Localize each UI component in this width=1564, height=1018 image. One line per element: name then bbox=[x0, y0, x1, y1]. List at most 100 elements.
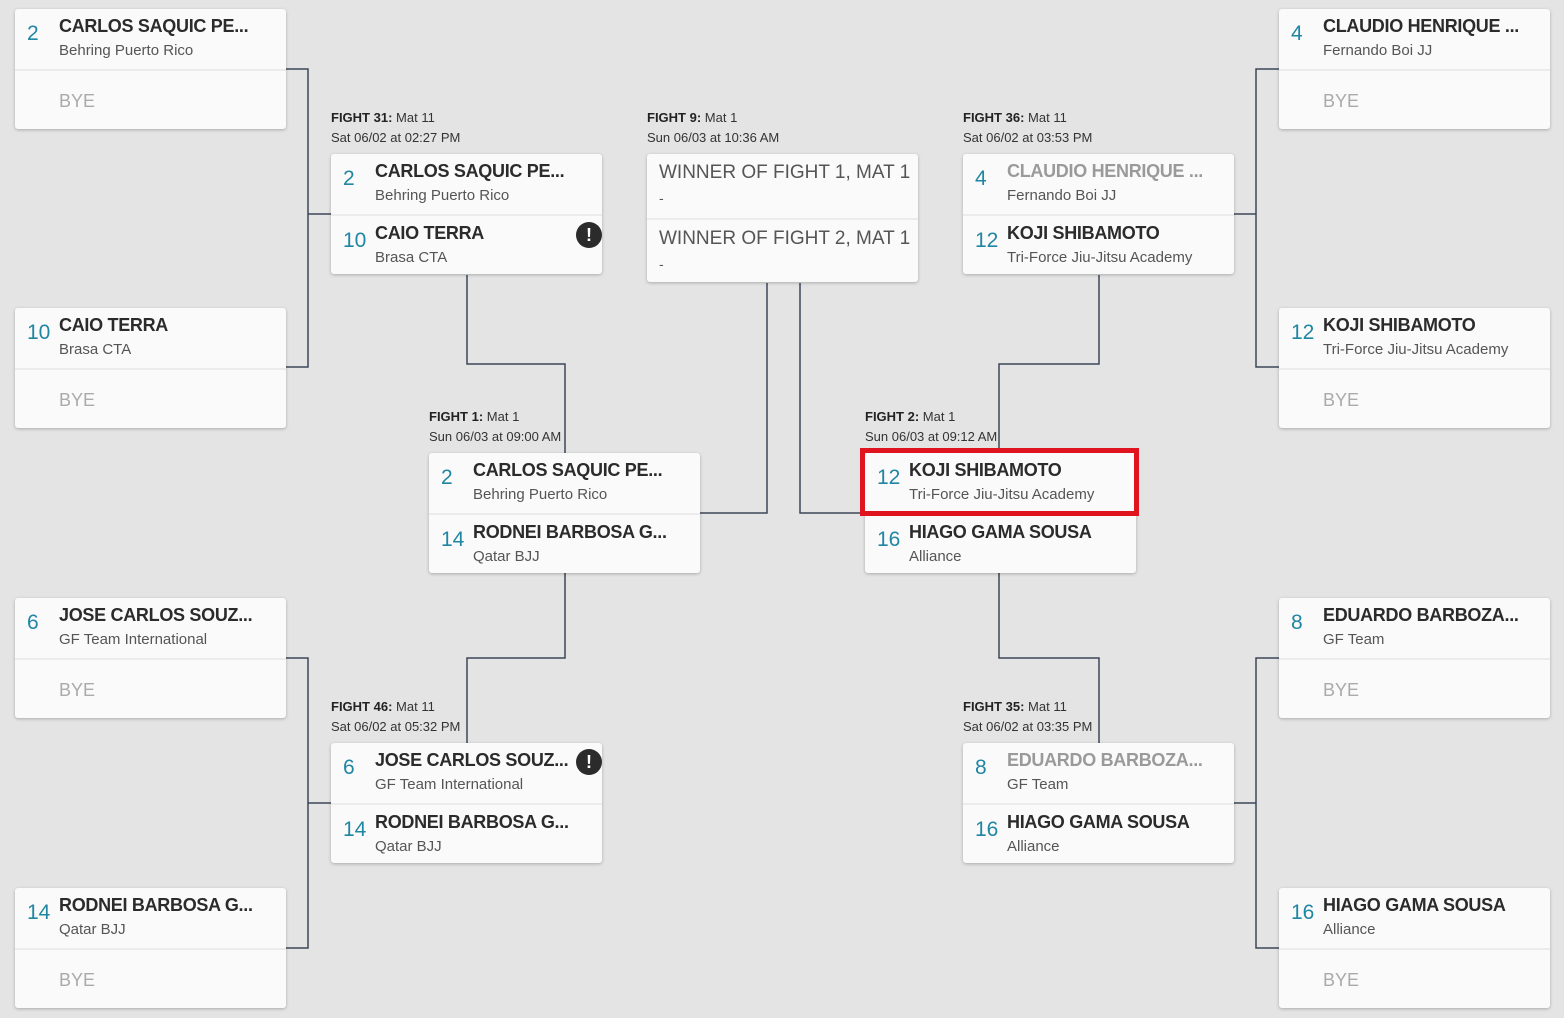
competitor-name[interactable]: KOJI SHIBAMOTO bbox=[1007, 223, 1160, 243]
team-name: Tri-Force Jiu-Jitsu Academy bbox=[909, 486, 1095, 503]
fight-number: FIGHT 1: bbox=[429, 409, 484, 424]
team-name: Alliance bbox=[1007, 838, 1060, 855]
seed-number: 12 bbox=[975, 229, 999, 252]
exclamation-icon[interactable]: ! bbox=[576, 222, 602, 248]
mat-label: Mat 11 bbox=[396, 110, 435, 125]
competitor-name[interactable]: KOJI SHIBAMOTO bbox=[909, 460, 1062, 480]
competitor-name[interactable]: EDUARDO BARBOZA... bbox=[1007, 750, 1203, 770]
mat-label: Mat 1 bbox=[704, 110, 738, 125]
competitor-name[interactable]: JOSE CARLOS SOUZ... bbox=[59, 605, 253, 625]
mat-label: Mat 1 bbox=[486, 409, 520, 424]
fight-number-line: FIGHT 46: Mat 11 bbox=[331, 697, 460, 717]
seed-number: 10 bbox=[27, 321, 51, 344]
competitor-name[interactable]: EDUARDO BARBOZA... bbox=[1323, 605, 1519, 625]
competitor-row[interactable]: 2 CARLOS SAQUIC PE... Behring Puerto Rico bbox=[15, 9, 286, 69]
bye-row: BYE bbox=[1279, 368, 1550, 428]
mat-label: Mat 11 bbox=[1028, 110, 1067, 125]
team-name: Alliance bbox=[1323, 921, 1376, 938]
competitor-name[interactable]: CARLOS SAQUIC PE... bbox=[59, 16, 249, 36]
fight-card[interactable]: 6 JOSE CARLOS SOUZ... GF Team Internationa… bbox=[331, 743, 602, 863]
team-name: GF Team bbox=[1323, 631, 1385, 648]
competitor-row[interactable]: 6 JOSE CARLOS SOUZ... GF Team Internationa… bbox=[331, 743, 602, 803]
exclamation-icon[interactable]: ! bbox=[576, 749, 602, 775]
competitor-row[interactable]: 16 HIAGO GAMA SOUSA Alliance bbox=[1279, 888, 1550, 948]
bye-label: BYE bbox=[1323, 970, 1360, 990]
competitor-name[interactable]: RODNEI BARBOSA G... bbox=[473, 522, 667, 542]
competitor-name[interactable]: HIAGO GAMA SOUSA bbox=[909, 522, 1092, 542]
competitor-name[interactable]: HIAGO GAMA SOUSA bbox=[1323, 895, 1506, 915]
bye-row: BYE bbox=[1279, 69, 1550, 129]
competitor-name[interactable]: CLAUDIO HENRIQUE ... bbox=[1323, 16, 1520, 36]
competitor-name[interactable]: KOJI SHIBAMOTO bbox=[1323, 315, 1476, 335]
seed-number: 2 bbox=[27, 22, 39, 45]
competitor-name[interactable]: CLAUDIO HENRIQUE ... bbox=[1007, 161, 1204, 181]
bye-match-card: 4 CLAUDIO HENRIQUE ... Fernando Boi JJ BYE bbox=[1279, 9, 1550, 129]
competitor-name[interactable]: CARLOS SAQUIC PE... bbox=[473, 460, 663, 480]
seed-number: 8 bbox=[975, 756, 987, 779]
bye-label: BYE bbox=[1323, 390, 1360, 410]
placeholder-team: - bbox=[659, 256, 664, 272]
team-name: Brasa CTA bbox=[375, 249, 448, 266]
team-name: Qatar BJJ bbox=[473, 548, 540, 565]
bye-row: BYE bbox=[1279, 658, 1550, 718]
seed-number: 10 bbox=[343, 229, 367, 252]
bye-row: BYE bbox=[15, 69, 286, 129]
team-name: GF Team International bbox=[375, 776, 524, 793]
competitor-name[interactable]: RODNEI BARBOSA G... bbox=[59, 895, 253, 915]
seed-number: 6 bbox=[343, 756, 355, 779]
competitor-name[interactable]: CARLOS SAQUIC PE... bbox=[375, 161, 565, 181]
fight-time: Sun 06/03 at 10:36 AM bbox=[647, 130, 780, 145]
bye-row: BYE bbox=[1279, 948, 1550, 1008]
competitor-name[interactable]: CAIO TERRA bbox=[375, 223, 484, 243]
competitor-name[interactable]: RODNEI BARBOSA G... bbox=[375, 812, 569, 832]
winner-placeholder: WINNER OF FIGHT 2, MAT 1 bbox=[659, 228, 911, 249]
fight-number-line: FIGHT 31: Mat 11 bbox=[331, 108, 460, 128]
competitor-name[interactable]: HIAGO GAMA SOUSA bbox=[1007, 812, 1190, 832]
competitor-name[interactable]: CAIO TERRA bbox=[59, 315, 168, 335]
competitor-row[interactable]: 4 CLAUDIO HENRIQUE ... Fernando Boi JJ bbox=[1279, 9, 1550, 69]
placeholder-team: - bbox=[659, 190, 664, 206]
team-name: Fernando Boi JJ bbox=[1007, 187, 1117, 204]
placeholder-row: WINNER OF FIGHT 2, MAT 1 - bbox=[647, 218, 918, 282]
team-name: Fernando Boi JJ bbox=[1323, 42, 1433, 59]
competitor-name[interactable]: JOSE CARLOS SOUZ... bbox=[375, 750, 569, 770]
seed-number: 14 bbox=[27, 901, 51, 924]
seed-number: 4 bbox=[1291, 22, 1303, 45]
competitor-row[interactable]: 10 CAIO TERRA Brasa CTA bbox=[15, 308, 286, 368]
fight-card[interactable]: WINNER OF FIGHT 1, MAT 1-WINNER OF FIGHT… bbox=[647, 154, 918, 282]
competitor-row[interactable]: 10 CAIO TERRA Brasa CTA! bbox=[331, 214, 602, 274]
seed-number: 2 bbox=[441, 466, 453, 489]
fight-number-line: FIGHT 1: Mat 1 bbox=[429, 407, 561, 427]
team-name: Behring Puerto Rico bbox=[59, 42, 194, 59]
seed-number: 16 bbox=[1291, 901, 1315, 924]
bye-row: BYE bbox=[15, 948, 286, 1008]
team-name: GF Team International bbox=[59, 631, 208, 648]
seed-number: 16 bbox=[877, 528, 901, 551]
seed-number: 14 bbox=[343, 818, 367, 841]
team-name: Brasa CTA bbox=[59, 341, 132, 358]
